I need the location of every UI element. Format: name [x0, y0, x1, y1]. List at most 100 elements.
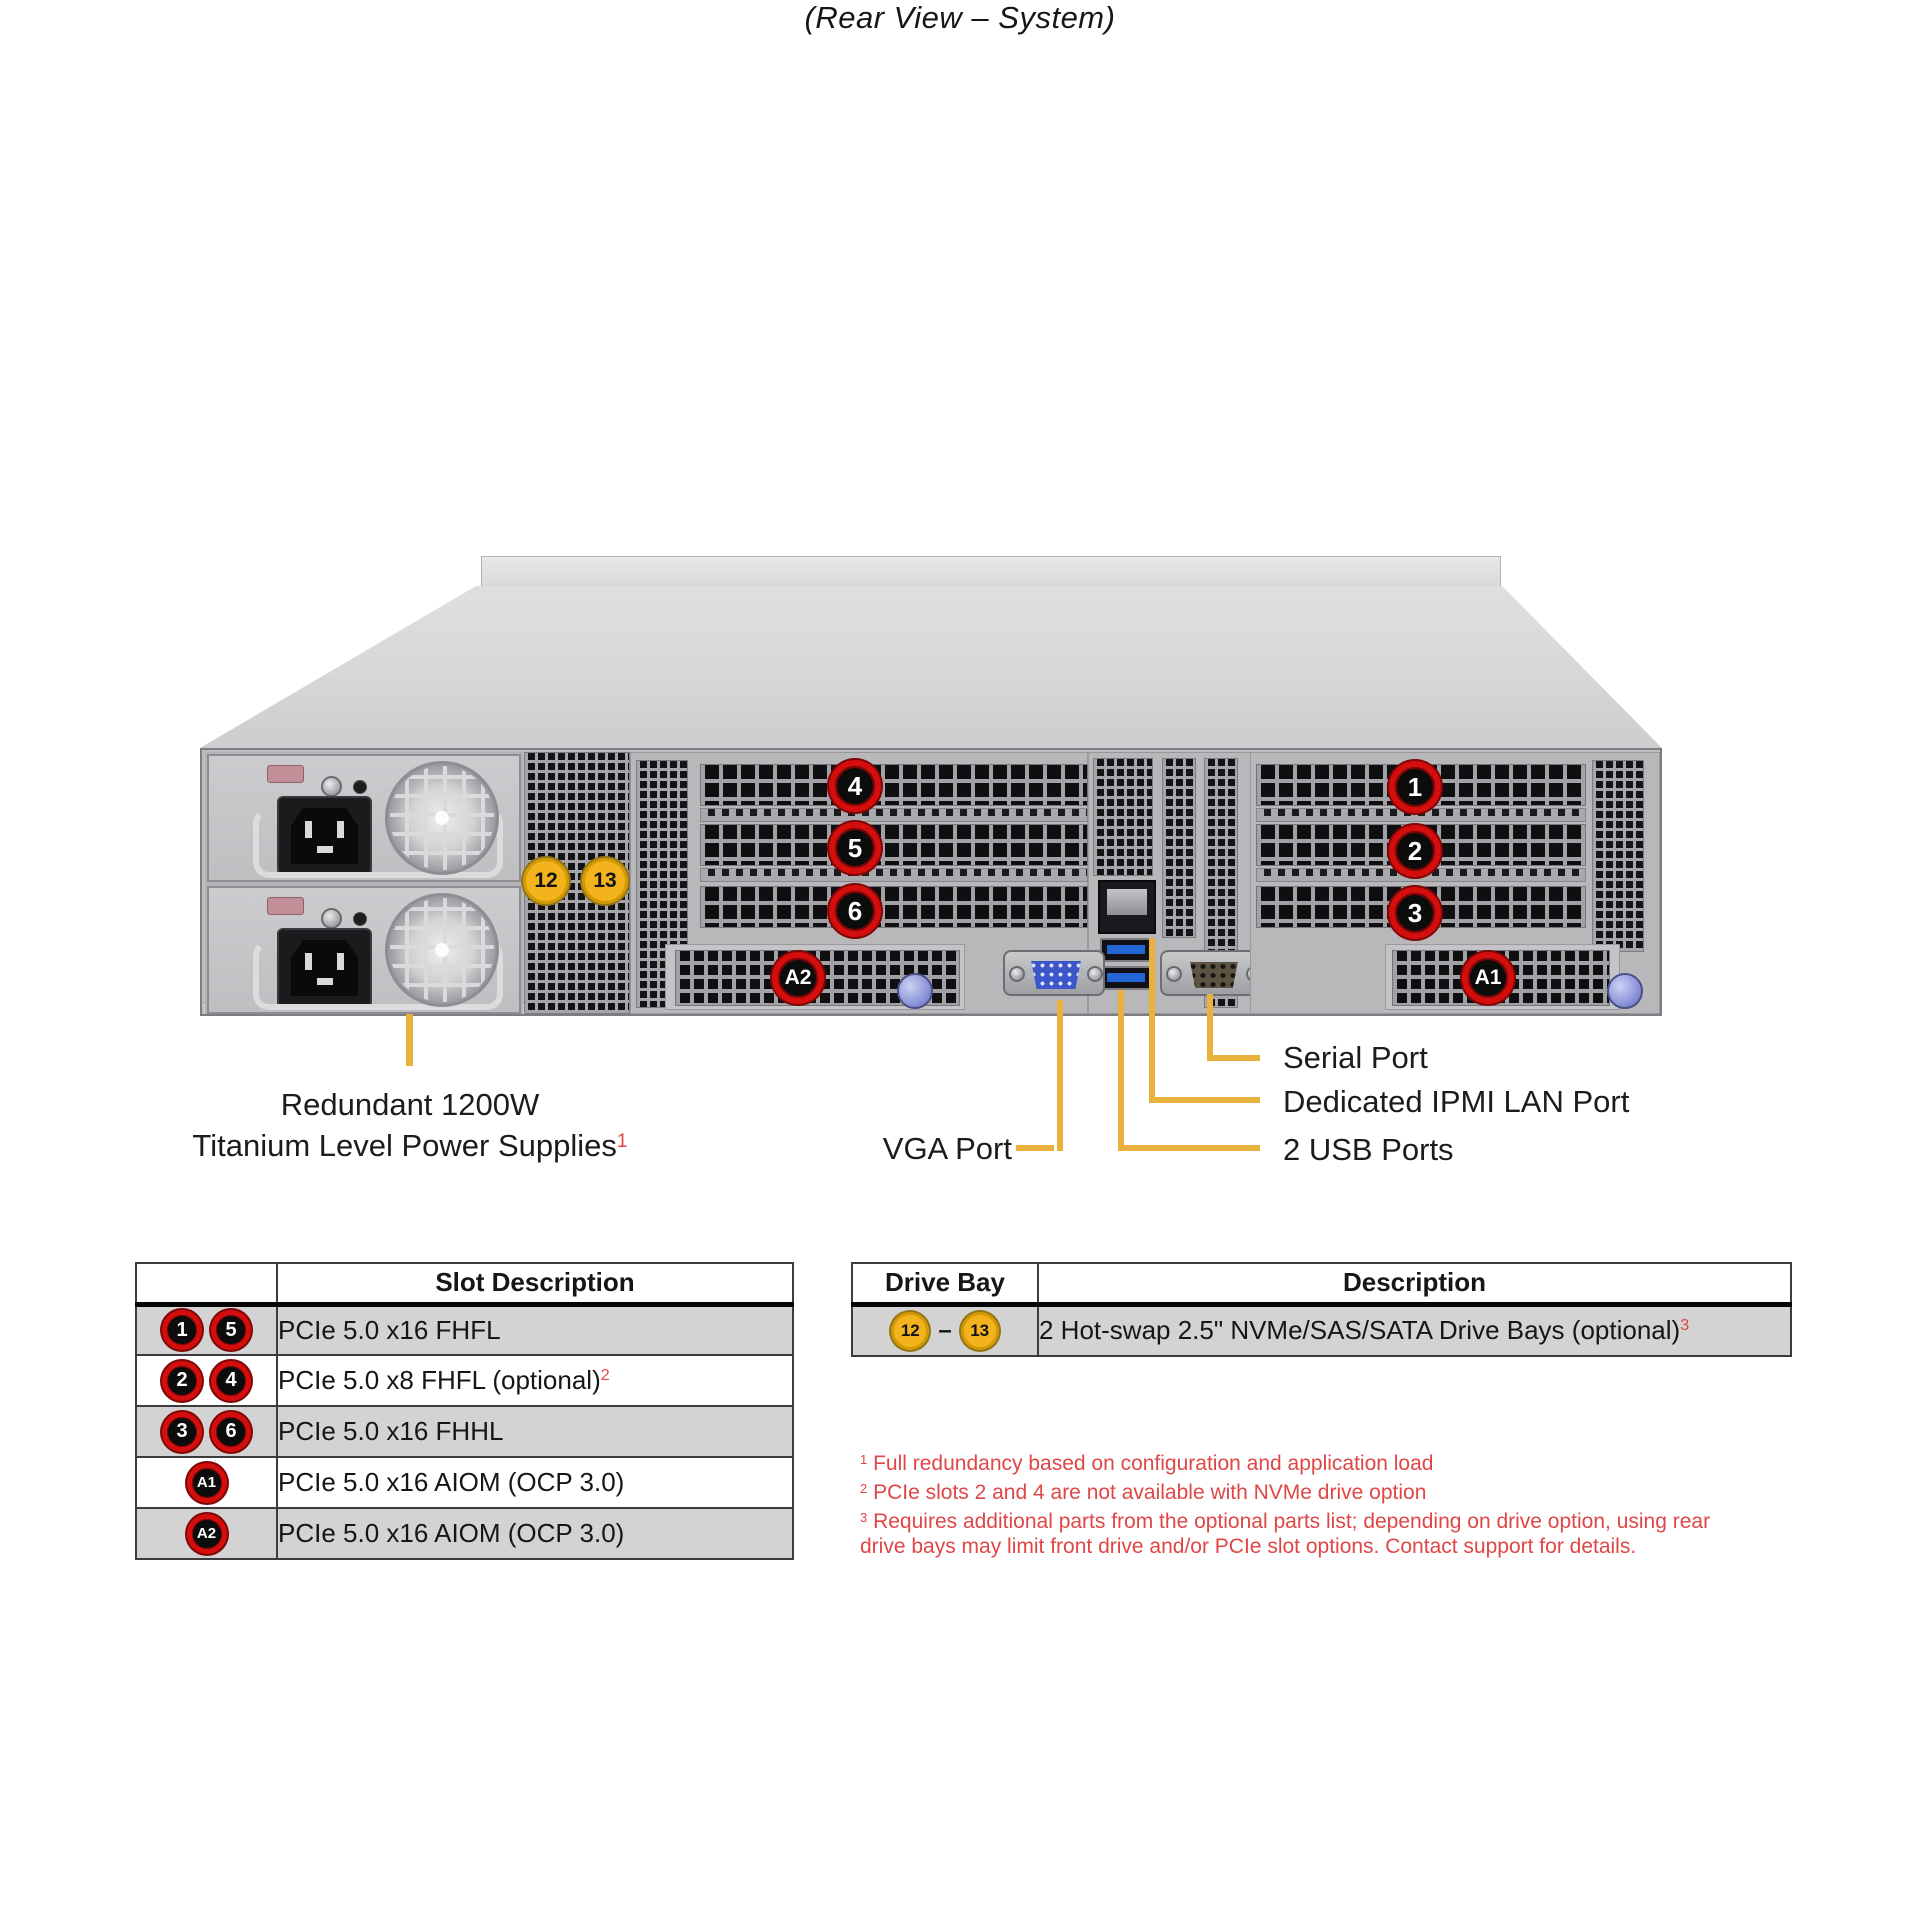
usb-ports-label: 2 USB Ports — [1283, 1132, 1454, 1167]
drive-bay-desc: 2 Hot-swap 2.5" NVMe/SAS/SATA Drive Bays… — [1039, 1315, 1681, 1346]
drive-bay-table: Drive Bay Description 12 – 13 2 Hot-swap… — [851, 1262, 1792, 1357]
psu-latch — [267, 765, 304, 783]
ipmi-callout-line — [1149, 938, 1155, 1103]
psu-button — [353, 912, 367, 926]
slot-4-badge: 4 — [829, 760, 881, 812]
psu-led — [321, 776, 342, 797]
psu-top — [207, 754, 521, 882]
drive-bay-13-badge: 13 — [960, 1311, 999, 1350]
table-row: 1 5 PCIe 5.0 x16 FHFL — [135, 1303, 794, 1356]
slot-4-badge: 4 — [211, 1360, 251, 1401]
slot-1-badge: 1 — [162, 1310, 202, 1351]
table-row: 2 4 PCIe 5.0 x8 FHFL (optional)2 — [135, 1354, 794, 1407]
slot-5-badge: 5 — [829, 822, 881, 874]
table-header-row: Drive Bay Description — [851, 1262, 1792, 1307]
psu-fan — [385, 761, 499, 875]
footnotes: 1 Full redundancy based on configuration… — [860, 1447, 1740, 1559]
slot-2-badge: 2 — [162, 1360, 202, 1401]
usb-port-2 — [1100, 966, 1152, 990]
psu-bottom — [207, 886, 521, 1014]
vga-callout-line — [1057, 1000, 1063, 1151]
thumbscrew — [897, 973, 933, 1009]
footnote-ref-2: 2 — [600, 1366, 610, 1384]
slot-6-badge: 6 — [829, 885, 881, 937]
slot-2-badge: 2 — [1389, 825, 1441, 877]
drive-bay-12-badge: 12 — [523, 858, 569, 904]
psu-power-inlet — [277, 796, 372, 876]
vga-callout-dash — [1016, 1145, 1054, 1151]
slot-a1-badge: A1 — [186, 1462, 227, 1503]
table-header-row: Slot Description — [135, 1262, 794, 1307]
usb-port-1 — [1100, 938, 1152, 962]
slot-description-header: Slot Description — [276, 1262, 794, 1307]
table-row: A1 PCIe 5.0 x16 AIOM (OCP 3.0) — [135, 1456, 794, 1509]
io-vent — [1093, 758, 1153, 876]
slot-3-badge: 3 — [1389, 887, 1441, 939]
footnote-ref-1: 1 — [616, 1131, 628, 1152]
psu-button — [353, 780, 367, 794]
psu-handle — [253, 940, 503, 1010]
vga-connector — [1031, 961, 1081, 989]
footnote-1: 1 Full redundancy based on configuration… — [860, 1452, 1434, 1475]
psu-latch — [267, 897, 304, 915]
diagram-title: (Rear View – System) — [804, 0, 1116, 35]
slot-a2-badge: A2 — [186, 1513, 227, 1554]
slot-desc: PCIe 5.0 x16 AIOM (OCP 3.0) — [278, 1467, 625, 1497]
ipmi-lan-port — [1098, 880, 1156, 934]
port-screw — [1087, 966, 1103, 982]
slot-a2-badge: A2 — [772, 952, 824, 1004]
port-screw — [1009, 966, 1025, 982]
port-screw — [1166, 966, 1182, 982]
thumbscrew — [1607, 973, 1643, 1009]
slot-1-badge: 1 — [1389, 761, 1441, 813]
slot-divider-vent — [700, 808, 1088, 822]
usb-callout-line — [1118, 990, 1124, 1151]
serial-port — [1160, 950, 1264, 996]
psu-fan — [385, 893, 499, 1007]
slot-a1-badge: A1 — [1462, 952, 1514, 1004]
serial-connector — [1190, 962, 1238, 988]
table-row: A2 PCIe 5.0 x16 AIOM (OCP 3.0) — [135, 1507, 794, 1560]
table-row: 12 – 13 2 Hot-swap 2.5" NVMe/SAS/SATA Dr… — [851, 1303, 1792, 1357]
pcie-slot-4-opening — [700, 764, 1088, 806]
vga-port — [1003, 950, 1105, 996]
drive-bay-13-badge: 13 — [582, 858, 628, 904]
psu-handle — [253, 808, 503, 878]
range-dash: – — [938, 1316, 952, 1344]
slot-divider-vent — [700, 868, 1088, 882]
drive-bay-12-badge: 12 — [891, 1311, 930, 1350]
footnote-ref-3: 3 — [1680, 1316, 1690, 1335]
io-vent — [1162, 758, 1196, 938]
psu-callout-label: Redundant 1200W Titanium Level Power Sup… — [192, 1087, 628, 1163]
serial-callout-line — [1207, 994, 1213, 1061]
serial-port-label: Serial Port — [1283, 1040, 1428, 1075]
slot-desc: PCIe 5.0 x8 FHFL (optional) — [278, 1365, 601, 1395]
chassis-lid — [200, 586, 1662, 748]
vga-port-label: VGA Port — [882, 1131, 1012, 1166]
psu-led — [321, 908, 342, 929]
usb-callout-line-h — [1118, 1145, 1260, 1151]
ipmi-port-label: Dedicated IPMI LAN Port — [1283, 1084, 1630, 1119]
drive-bay-header: Drive Bay — [851, 1262, 1039, 1307]
ipmi-callout-line-h — [1149, 1097, 1260, 1103]
right-riser-vent — [1592, 760, 1644, 952]
empty-header-cell — [135, 1262, 278, 1307]
slot-desc: PCIe 5.0 x16 AIOM (OCP 3.0) — [278, 1518, 625, 1548]
slot-5-badge: 5 — [211, 1310, 251, 1351]
slot-6-badge: 6 — [211, 1411, 251, 1452]
psu-callout-line — [406, 1014, 413, 1066]
psu-bay — [205, 752, 523, 1014]
table-row: 3 6 PCIe 5.0 x16 FHHL — [135, 1405, 794, 1458]
description-header: Description — [1037, 1262, 1792, 1307]
pcie-slot-6-opening — [700, 886, 1088, 928]
slot-desc: PCIe 5.0 x16 FHFL — [278, 1314, 501, 1345]
slot-description-table: Slot Description 1 5 PCIe 5.0 x16 FHFL 2… — [135, 1262, 794, 1560]
slot-desc: PCIe 5.0 x16 FHHL — [278, 1416, 504, 1446]
slot-3-badge: 3 — [162, 1411, 202, 1452]
serial-callout-line-h — [1207, 1055, 1260, 1061]
pcie-slot-5-opening — [700, 824, 1088, 866]
footnote-3: 3 Requires additional parts from the opt… — [860, 1510, 1711, 1558]
chassis-top-flange — [481, 556, 1501, 590]
